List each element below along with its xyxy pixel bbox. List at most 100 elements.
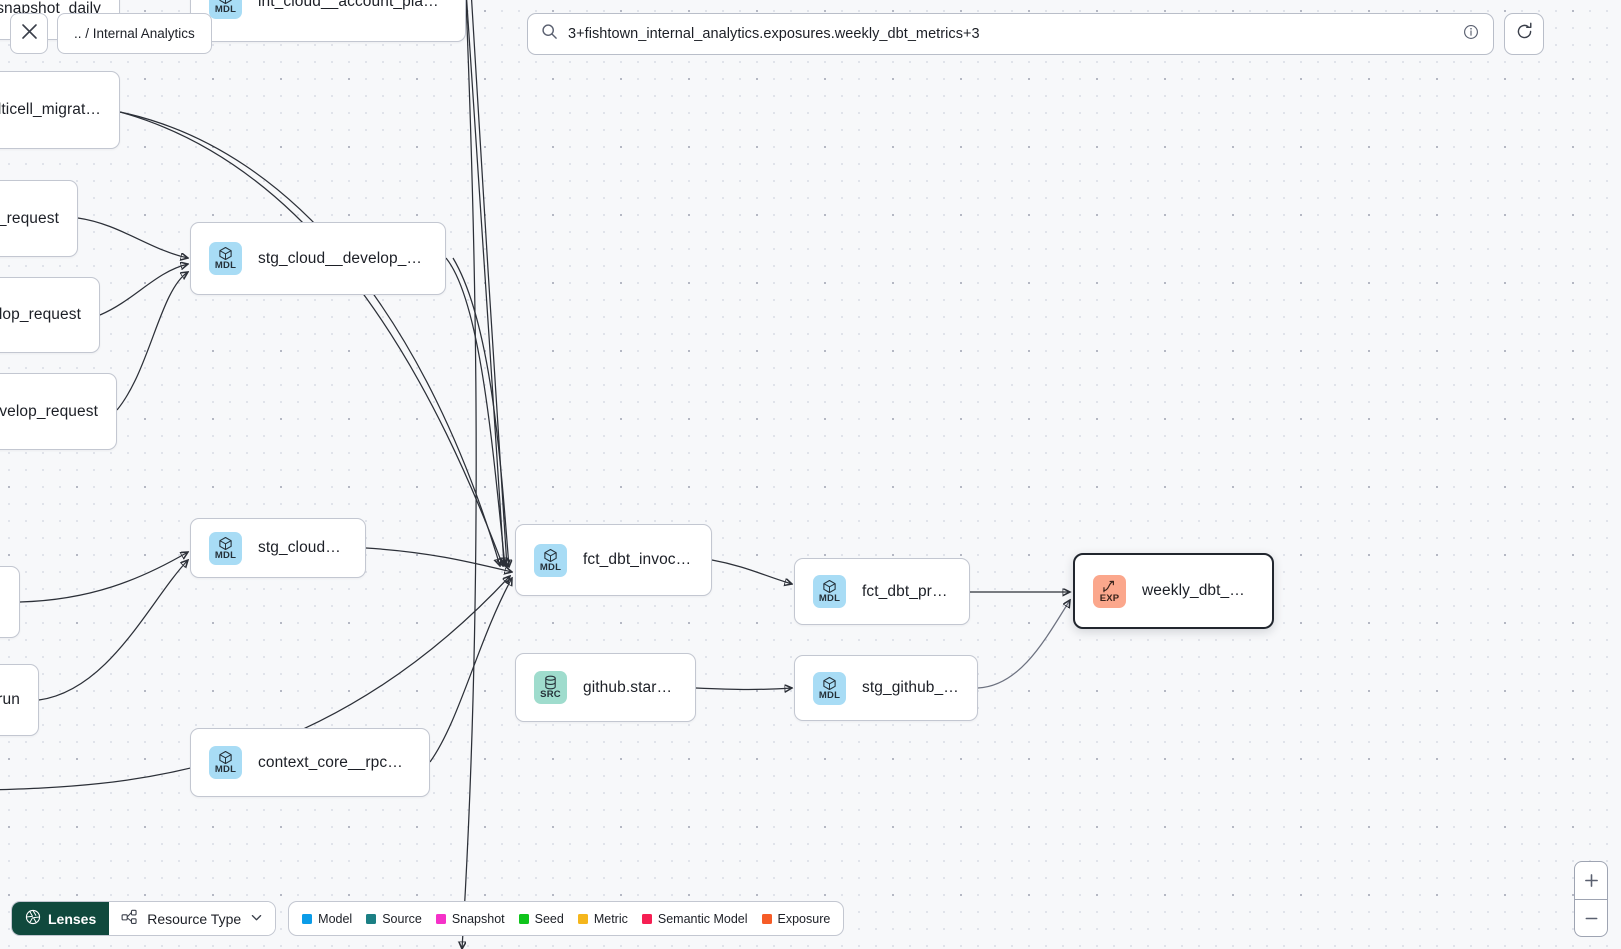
graph-node[interactable]: multicell_migrat… bbox=[0, 71, 120, 149]
node-type-badge-mdl: MDL bbox=[209, 242, 242, 275]
node-type-badge-exp: EXP bbox=[1093, 574, 1126, 608]
cube-icon bbox=[822, 579, 837, 594]
lineage-edge bbox=[452, 257, 509, 567]
cube-icon bbox=[543, 548, 558, 562]
legend-swatch bbox=[641, 913, 652, 924]
lineage-edge bbox=[19, 552, 188, 603]
node-type-badge-label: SRC bbox=[540, 689, 561, 701]
database-icon bbox=[543, 675, 558, 690]
chevron-down-icon bbox=[250, 911, 263, 927]
legend-label: Seed bbox=[534, 911, 564, 926]
node-label: weekly_dbt_metrics bbox=[1142, 582, 1254, 599]
graph-node[interactable]: op_request bbox=[0, 180, 78, 257]
cube-icon bbox=[218, 246, 233, 261]
cube-icon bbox=[822, 676, 837, 690]
cube-icon bbox=[218, 0, 233, 4]
bottom-toolbar: Lenses Resource Type Model Source Snapshot… bbox=[11, 901, 845, 936]
graph-node[interactable]: velop_request bbox=[0, 277, 100, 353]
node-label: context_core__rpc_request bbox=[258, 753, 411, 771]
cube-icon bbox=[218, 750, 233, 765]
legend-label: Exposure bbox=[777, 911, 831, 926]
search-input[interactable] bbox=[568, 26, 1453, 42]
lineage-edge bbox=[365, 547, 512, 572]
lineage-edge bbox=[711, 559, 792, 584]
breadcrumb[interactable]: .. / Internal Analytics bbox=[57, 13, 212, 54]
resource-type-label: Resource Type bbox=[147, 910, 242, 927]
node-type-badge-mdl: MDL bbox=[209, 531, 242, 565]
search-icon bbox=[541, 23, 558, 45]
zoom-out-button[interactable] bbox=[1575, 899, 1607, 936]
lineage-edge bbox=[38, 560, 188, 701]
node-label: n bbox=[0, 593, 1, 611]
graph-node[interactable]: MDL fct_dbt_invocations bbox=[515, 524, 712, 596]
lineage-edge bbox=[977, 600, 1070, 689]
node-label: stg_cloud__runs bbox=[258, 539, 347, 556]
lineage-edge bbox=[77, 217, 188, 258]
search-bar[interactable] bbox=[527, 13, 1494, 55]
nodes-icon bbox=[121, 909, 138, 929]
cube-icon bbox=[218, 536, 233, 550]
legend-label: Metric bbox=[593, 911, 628, 926]
lineage-edge bbox=[116, 272, 188, 411]
node-label: velop_request bbox=[0, 306, 81, 323]
node-type-badge-mdl: MDL bbox=[813, 671, 846, 705]
graph-node[interactable]: n bbox=[0, 566, 20, 638]
node-label: stg_cloud__develop_requests bbox=[258, 249, 427, 267]
lineage-edge bbox=[119, 111, 500, 566]
lineage-edge bbox=[99, 264, 188, 316]
legend-swatch bbox=[761, 913, 772, 924]
node-type-badge-label: MDL bbox=[214, 549, 237, 561]
refresh-button[interactable] bbox=[1504, 13, 1544, 55]
node-type-badge-label: EXP bbox=[1099, 592, 1120, 604]
legend-item[interactable]: Model bbox=[302, 912, 352, 926]
legend-label: Snapshot bbox=[451, 911, 505, 926]
zoom-in-button[interactable] bbox=[1575, 862, 1607, 899]
graph-node[interactable]: EXP weekly_dbt_metrics bbox=[1073, 553, 1274, 629]
legend-item[interactable]: Exposure bbox=[761, 911, 831, 926]
close-button[interactable] bbox=[10, 13, 48, 54]
node-type-badge-mdl: MDL bbox=[534, 543, 567, 577]
lineage-edge bbox=[470, 0, 507, 567]
info-icon[interactable] bbox=[1463, 24, 1479, 45]
legend-item[interactable]: Snapshot bbox=[435, 911, 505, 926]
node-type-badge-mdl: MDL bbox=[209, 0, 242, 19]
node-type-badge-mdl: MDL bbox=[813, 575, 846, 608]
legend-item[interactable]: Metric bbox=[577, 911, 628, 926]
lineage-edge bbox=[462, 0, 477, 949]
node-type-badge-label: MDL bbox=[214, 260, 237, 272]
lens-group: Lenses Resource Type bbox=[11, 901, 277, 936]
node-type-badge-label: MDL bbox=[539, 561, 562, 573]
node-label: multicell_migrat… bbox=[0, 101, 101, 118]
legend-swatch bbox=[366, 913, 377, 924]
node-label: _run bbox=[0, 691, 20, 708]
graph-node[interactable]: _run bbox=[0, 664, 39, 736]
node-label: op_request bbox=[0, 209, 59, 227]
graph-node[interactable]: MDL context_core__rpc_request bbox=[190, 728, 430, 797]
lineage-edge bbox=[445, 257, 505, 566]
node-label: fct_dbt_invocations bbox=[583, 551, 693, 568]
resource-type-dropdown[interactable]: Resource Type bbox=[109, 902, 276, 935]
legend-item[interactable]: Semantic Model bbox=[641, 912, 748, 926]
close-icon bbox=[21, 23, 38, 45]
zoom-controls bbox=[1574, 861, 1608, 937]
legend-swatch bbox=[577, 913, 588, 924]
legend-item[interactable]: Source bbox=[366, 912, 422, 926]
lenses-button[interactable]: Lenses bbox=[12, 902, 110, 935]
node-type-badge-label: MDL bbox=[818, 689, 841, 701]
legend-label: Model bbox=[318, 911, 353, 926]
graph-node[interactable]: MDL stg_cloud__develop_requests bbox=[190, 222, 446, 295]
legend-swatch bbox=[518, 913, 529, 924]
node-type-badge-label: MDL bbox=[214, 764, 237, 776]
legend-swatch bbox=[302, 913, 313, 924]
legend-swatch bbox=[435, 913, 446, 924]
graph-node[interactable]: MDL stg_cloud__runs bbox=[190, 518, 366, 578]
aperture-icon bbox=[25, 909, 41, 928]
graph-node[interactable]: _develop_request bbox=[0, 373, 117, 450]
legend-item[interactable]: Seed bbox=[518, 911, 564, 926]
resource-type-legend: Model Source Snapshot Seed Metric Semantic Mo… bbox=[288, 901, 845, 936]
